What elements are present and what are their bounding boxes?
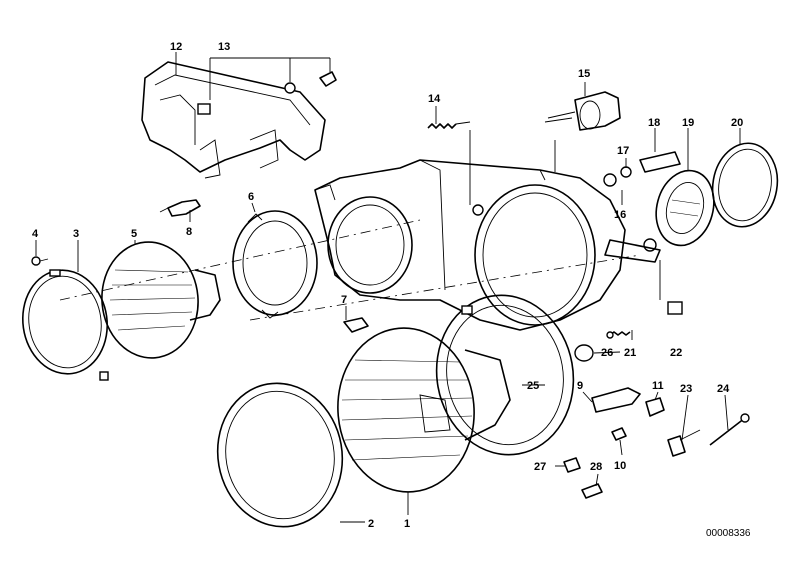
headlight-housing xyxy=(314,159,661,331)
part-22-clip xyxy=(667,301,683,315)
part-7-bracket xyxy=(343,317,369,333)
callout-26: 26 xyxy=(601,347,613,359)
callout-12: 12 xyxy=(170,41,182,53)
callout-labels: 12 13 14 15 18 19 20 17 16 4 3 5 6 8 7 2… xyxy=(32,41,743,530)
callout-17: 17 xyxy=(617,145,629,157)
leader-lines xyxy=(35,52,741,523)
part-4-screw xyxy=(31,256,49,266)
part-28-screw xyxy=(581,483,603,499)
callout-7: 7 xyxy=(341,294,347,306)
callout-28: 28 xyxy=(590,461,602,473)
part-14-spring xyxy=(427,121,471,129)
callout-14: 14 xyxy=(428,93,441,105)
callout-13: 13 xyxy=(218,41,230,53)
diagram-code: 00008336 xyxy=(706,528,751,539)
part-10-pin xyxy=(611,427,627,441)
callout-18: 18 xyxy=(648,117,660,129)
callout-27: 27 xyxy=(534,461,546,473)
callout-15: 15 xyxy=(578,68,590,80)
part-2-trim-ring xyxy=(216,382,344,528)
part-5-lamp-unit xyxy=(101,241,221,359)
callout-9: 9 xyxy=(577,380,583,392)
callout-5: 5 xyxy=(131,228,137,240)
part-23-stud xyxy=(667,429,701,457)
callout-21: 21 xyxy=(624,347,636,359)
part-21-spring xyxy=(606,331,631,339)
part-13-clips xyxy=(197,71,337,115)
part-16-nut xyxy=(603,166,632,187)
callout-19: 19 xyxy=(682,117,694,129)
callout-6: 6 xyxy=(248,191,254,203)
part-3-trim-ring xyxy=(21,269,109,381)
callout-24: 24 xyxy=(717,383,730,395)
part-27-clip xyxy=(563,457,581,473)
part-24-screw xyxy=(709,413,750,446)
callout-20: 20 xyxy=(731,117,743,129)
axis-lines xyxy=(59,219,641,321)
part-9-connector xyxy=(591,387,641,413)
part-6-mounting-ring xyxy=(232,210,318,319)
callout-11: 11 xyxy=(652,380,664,392)
part-15-bulb-socket xyxy=(544,91,621,131)
callout-3: 3 xyxy=(73,228,79,240)
callout-8: 8 xyxy=(186,226,192,238)
part-8-screw xyxy=(159,199,201,217)
part-12-upper-cover xyxy=(141,61,326,179)
callout-23: 23 xyxy=(680,383,692,395)
callout-4: 4 xyxy=(32,228,39,240)
part-18-bulb xyxy=(639,151,681,173)
callout-22: 22 xyxy=(670,347,682,359)
callout-2: 2 xyxy=(368,518,374,530)
part-25-reflector xyxy=(435,294,575,456)
callout-16: 16 xyxy=(614,209,626,221)
callout-1: 1 xyxy=(404,518,410,530)
part-19-lens xyxy=(655,169,715,247)
part-20-ring xyxy=(711,142,779,228)
callout-10: 10 xyxy=(614,460,626,472)
part-1-main-lamp xyxy=(337,327,511,493)
part-11-bulb xyxy=(645,397,665,417)
part-26-knob xyxy=(574,344,594,362)
callout-25: 25 xyxy=(527,380,539,392)
